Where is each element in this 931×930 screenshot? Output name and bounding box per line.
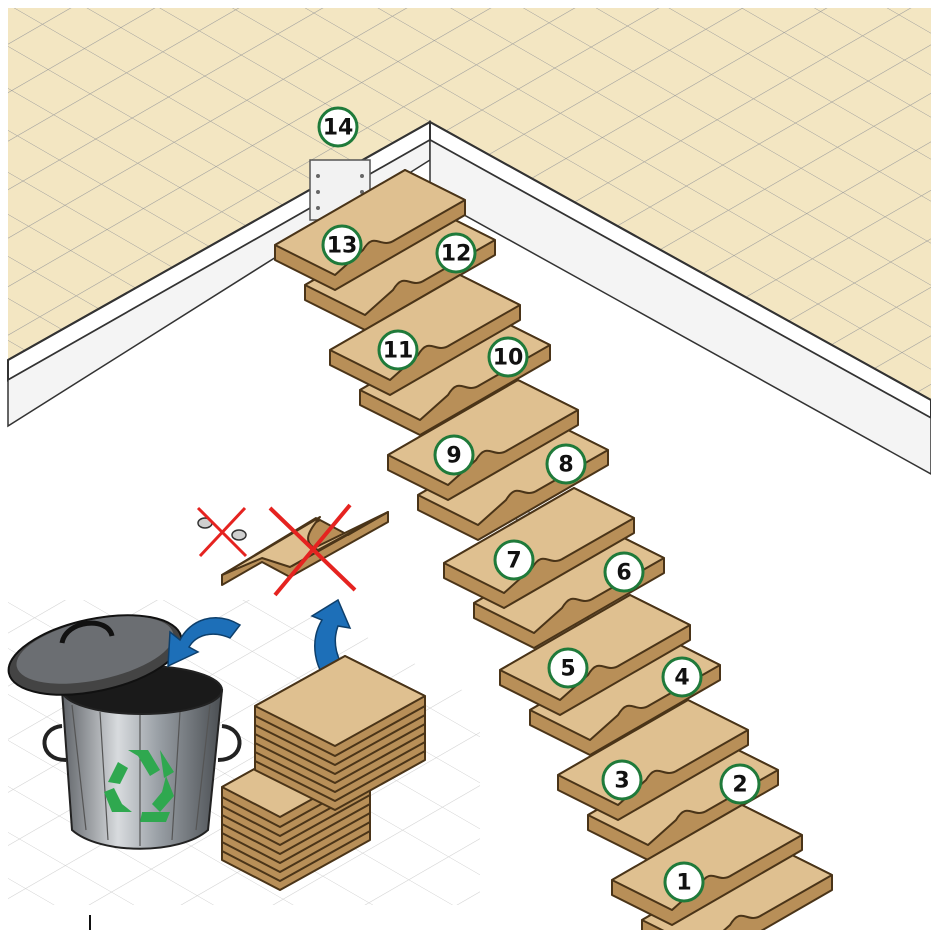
step-badge: 1 — [665, 863, 703, 901]
step-number: 4 — [674, 666, 689, 691]
step-number: 7 — [506, 549, 521, 574]
step-badge: 4 — [663, 658, 701, 696]
step-number: 14 — [323, 116, 354, 141]
step-number: 9 — [446, 444, 461, 469]
step-badge: 5 — [549, 649, 587, 687]
discarded-screws — [198, 518, 246, 540]
step-number: 6 — [616, 561, 631, 586]
step-badge: 12 — [437, 234, 475, 272]
step-number: 3 — [614, 769, 629, 794]
step-badge: 7 — [495, 541, 533, 579]
step-number: 5 — [560, 657, 575, 682]
step-badge: 6 — [605, 553, 643, 591]
step-number: 13 — [327, 234, 358, 259]
step-badge: 9 — [435, 436, 473, 474]
discarded-tread — [222, 512, 388, 585]
step-number: 10 — [493, 346, 524, 371]
step-number: 1 — [676, 871, 691, 896]
step-number: 12 — [441, 242, 472, 267]
step-badge: 10 — [489, 338, 527, 376]
step-badge: 13 — [323, 226, 361, 264]
step-badge: 14 — [319, 108, 357, 146]
step-number: 8 — [558, 453, 573, 478]
step-badge: 11 — [379, 331, 417, 369]
step-badge: 2 — [721, 765, 759, 803]
step-badge: 3 — [603, 761, 641, 799]
step-badge: 8 — [547, 445, 585, 483]
step-number: 2 — [732, 773, 747, 798]
step-number: 11 — [383, 339, 414, 364]
